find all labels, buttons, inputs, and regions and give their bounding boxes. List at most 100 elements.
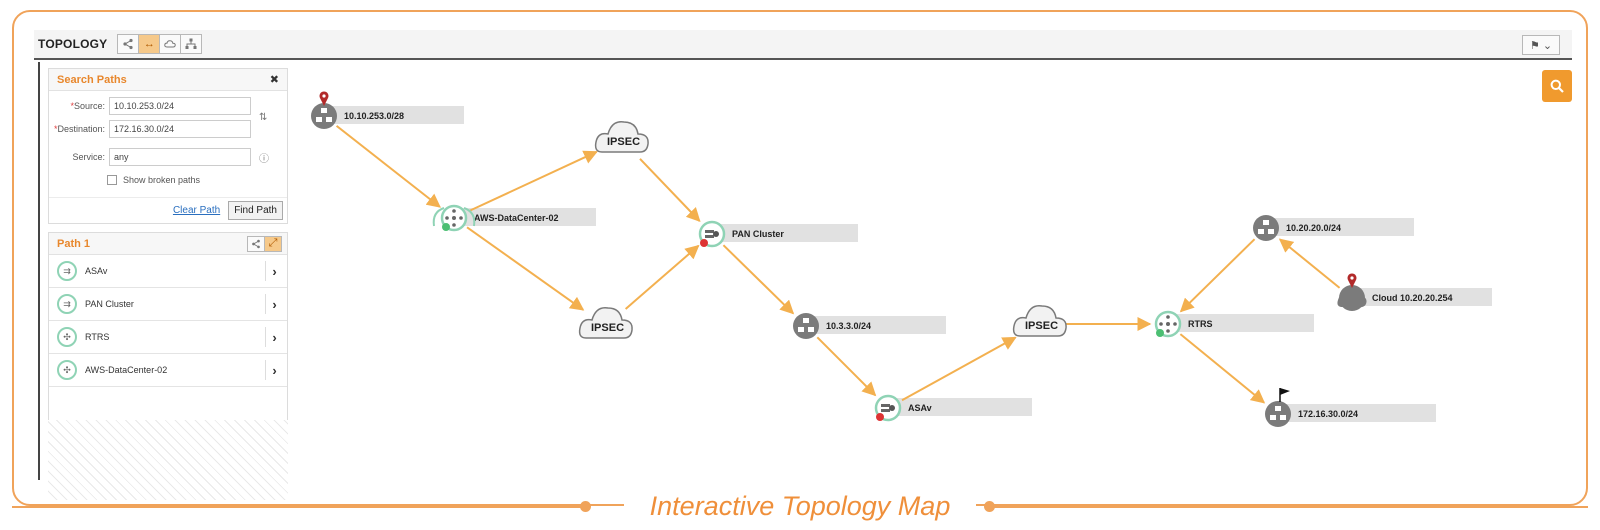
ipsec-label: IPSEC	[591, 322, 624, 334]
topology-edge[interactable]	[468, 150, 598, 213]
share-icon[interactable]	[117, 34, 140, 54]
path-item[interactable]: ⇉ ASAv ›	[49, 255, 287, 288]
subnet-node[interactable]	[1265, 388, 1291, 427]
toolbar-title: TOPOLOGY	[38, 37, 108, 51]
ipsec-cloud-icon	[578, 307, 633, 339]
show-broken-paths[interactable]: Show broken paths	[107, 175, 200, 185]
node-label: RTRS	[1176, 314, 1314, 332]
subnet-node[interactable]	[1253, 215, 1279, 241]
find-path-button[interactable]: Find Path	[228, 201, 283, 220]
topology-edge[interactable]	[722, 244, 795, 315]
search-icon[interactable]	[1542, 70, 1572, 102]
node-label: AWS-DataCenter-02	[462, 208, 596, 226]
clear-path-link[interactable]: Clear Path	[172, 205, 221, 216]
node-label-text: Cloud 10.20.20.254	[1372, 293, 1453, 303]
subnet-icon	[311, 103, 337, 129]
topology-edge[interactable]	[1179, 238, 1256, 313]
arrows-icon[interactable]: ↔	[138, 34, 161, 54]
service-input[interactable]: any	[109, 148, 251, 166]
topology-edge[interactable]	[335, 125, 441, 208]
hierarchy-icon[interactable]	[180, 34, 203, 54]
location-pin-icon	[1347, 273, 1357, 288]
router-icon: ✣	[57, 327, 77, 347]
service-label: Service:	[72, 152, 105, 162]
node-label-text: ASAv	[908, 403, 932, 413]
path-item-label: PAN Cluster	[85, 299, 134, 309]
topology-edge[interactable]	[624, 244, 700, 310]
ipsec-cloud-icon	[594, 121, 649, 153]
cloud-icon[interactable]	[159, 34, 182, 54]
destination-input[interactable]: 172.16.30.0/24	[109, 120, 251, 138]
status-ok-icon	[442, 223, 450, 231]
path-item[interactable]: ⇉ PAN Cluster ›	[49, 288, 287, 321]
search-actions: Clear Path Find Path	[49, 197, 287, 223]
left-panel: Search Paths ✖ *Source: 10.10.253.0/24 *…	[38, 62, 288, 500]
path-title: Path 1	[57, 237, 91, 250]
node-label-text: 10.20.20.0/24	[1286, 223, 1341, 233]
search-paths-header: Search Paths ✖	[49, 69, 287, 91]
destination-row: *Destination: 172.16.30.0/24 ⇅	[49, 112, 267, 138]
info-icon[interactable]: ⓘ	[259, 153, 269, 165]
path-item[interactable]: ✣ AWS-DataCenter-02 ›	[49, 354, 287, 387]
location-pin-icon	[319, 91, 329, 106]
source-row: *Source: 10.10.253.0/24	[49, 97, 251, 115]
path-header: Path 1 ⤢	[49, 233, 287, 255]
share-icon[interactable]	[247, 235, 265, 252]
node-label-text: 10.10.253.0/28	[344, 111, 404, 121]
chevron-right-icon[interactable]: ›	[265, 327, 283, 347]
topology-edge[interactable]	[816, 336, 877, 397]
path-item-label: RTRS	[85, 332, 110, 342]
path-panel: Path 1 ⤢ ⇉ ASAv › ⇉ PAN Cluster › ✣	[48, 232, 288, 422]
ipsec-label: IPSEC	[1025, 320, 1058, 332]
subnet-icon	[1265, 401, 1291, 427]
firewall-node[interactable]	[698, 220, 726, 248]
node-label: 10.3.3.0/24	[814, 316, 946, 334]
cloud-router-icon: ✣	[57, 360, 77, 380]
chevron-right-icon[interactable]: ›	[265, 294, 283, 314]
flag-icon[interactable]: ⚑ ⌄	[1522, 35, 1560, 55]
expand-icon[interactable]: ⤢	[264, 235, 282, 252]
subnet-node[interactable]	[311, 91, 337, 129]
search-paths-title: Search Paths	[57, 73, 127, 86]
node-label-text: RTRS	[1188, 319, 1213, 329]
cloud-node[interactable]	[1337, 273, 1367, 311]
subnet-node[interactable]	[793, 313, 819, 339]
source-input[interactable]: 10.10.253.0/24	[109, 97, 251, 115]
node-label-text: PAN Cluster	[732, 229, 784, 239]
service-row: Service: any ⓘ	[49, 148, 269, 166]
close-icon[interactable]: ✖	[269, 74, 279, 86]
show-broken-checkbox[interactable]	[107, 175, 117, 185]
swap-icon[interactable]: ⇅	[259, 111, 268, 123]
blocked-icon	[700, 239, 708, 247]
firewall-icon: ⇉	[57, 261, 77, 281]
topology-edge[interactable]	[466, 226, 585, 311]
blocked-icon	[876, 413, 884, 421]
topology-edge[interactable]	[1278, 238, 1341, 289]
topology-edge[interactable]	[901, 336, 1017, 402]
path-item-label: ASAv	[85, 266, 108, 276]
source-label: Source:	[73, 101, 105, 111]
show-broken-label: Show broken paths	[123, 175, 201, 185]
destination-label: Destination:	[57, 124, 105, 134]
ipsec-node[interactable]: IPSEC	[578, 307, 633, 339]
cloud-router-node[interactable]	[432, 204, 476, 232]
subnet-icon	[1253, 215, 1279, 241]
router-node[interactable]	[1154, 310, 1182, 338]
path-item[interactable]: ✣ RTRS ›	[49, 321, 287, 354]
node-label-text: 172.16.30.0/24	[1298, 409, 1358, 419]
chevron-right-icon[interactable]: ›	[265, 360, 283, 380]
topology-edge[interactable]	[1179, 333, 1266, 404]
ipsec-node[interactable]: IPSEC	[594, 121, 649, 153]
ipsec-node[interactable]: IPSEC	[1012, 305, 1067, 337]
caption: Interactive Topology Map	[623, 490, 977, 522]
chevron-right-icon[interactable]: ›	[265, 261, 283, 281]
node-label: ASAv	[896, 398, 1032, 416]
toolbar: TOPOLOGY ↔ ⚑ ⌄	[34, 30, 1572, 60]
empty-area	[48, 420, 288, 500]
topology-app: TOPOLOGY ↔ ⚑ ⌄ Search Paths ✖ *Source: 1…	[34, 30, 1572, 500]
caption-area: Interactive Topology Map	[0, 486, 1600, 526]
firewall-node[interactable]	[874, 394, 902, 422]
topology-edge[interactable]	[639, 158, 701, 223]
